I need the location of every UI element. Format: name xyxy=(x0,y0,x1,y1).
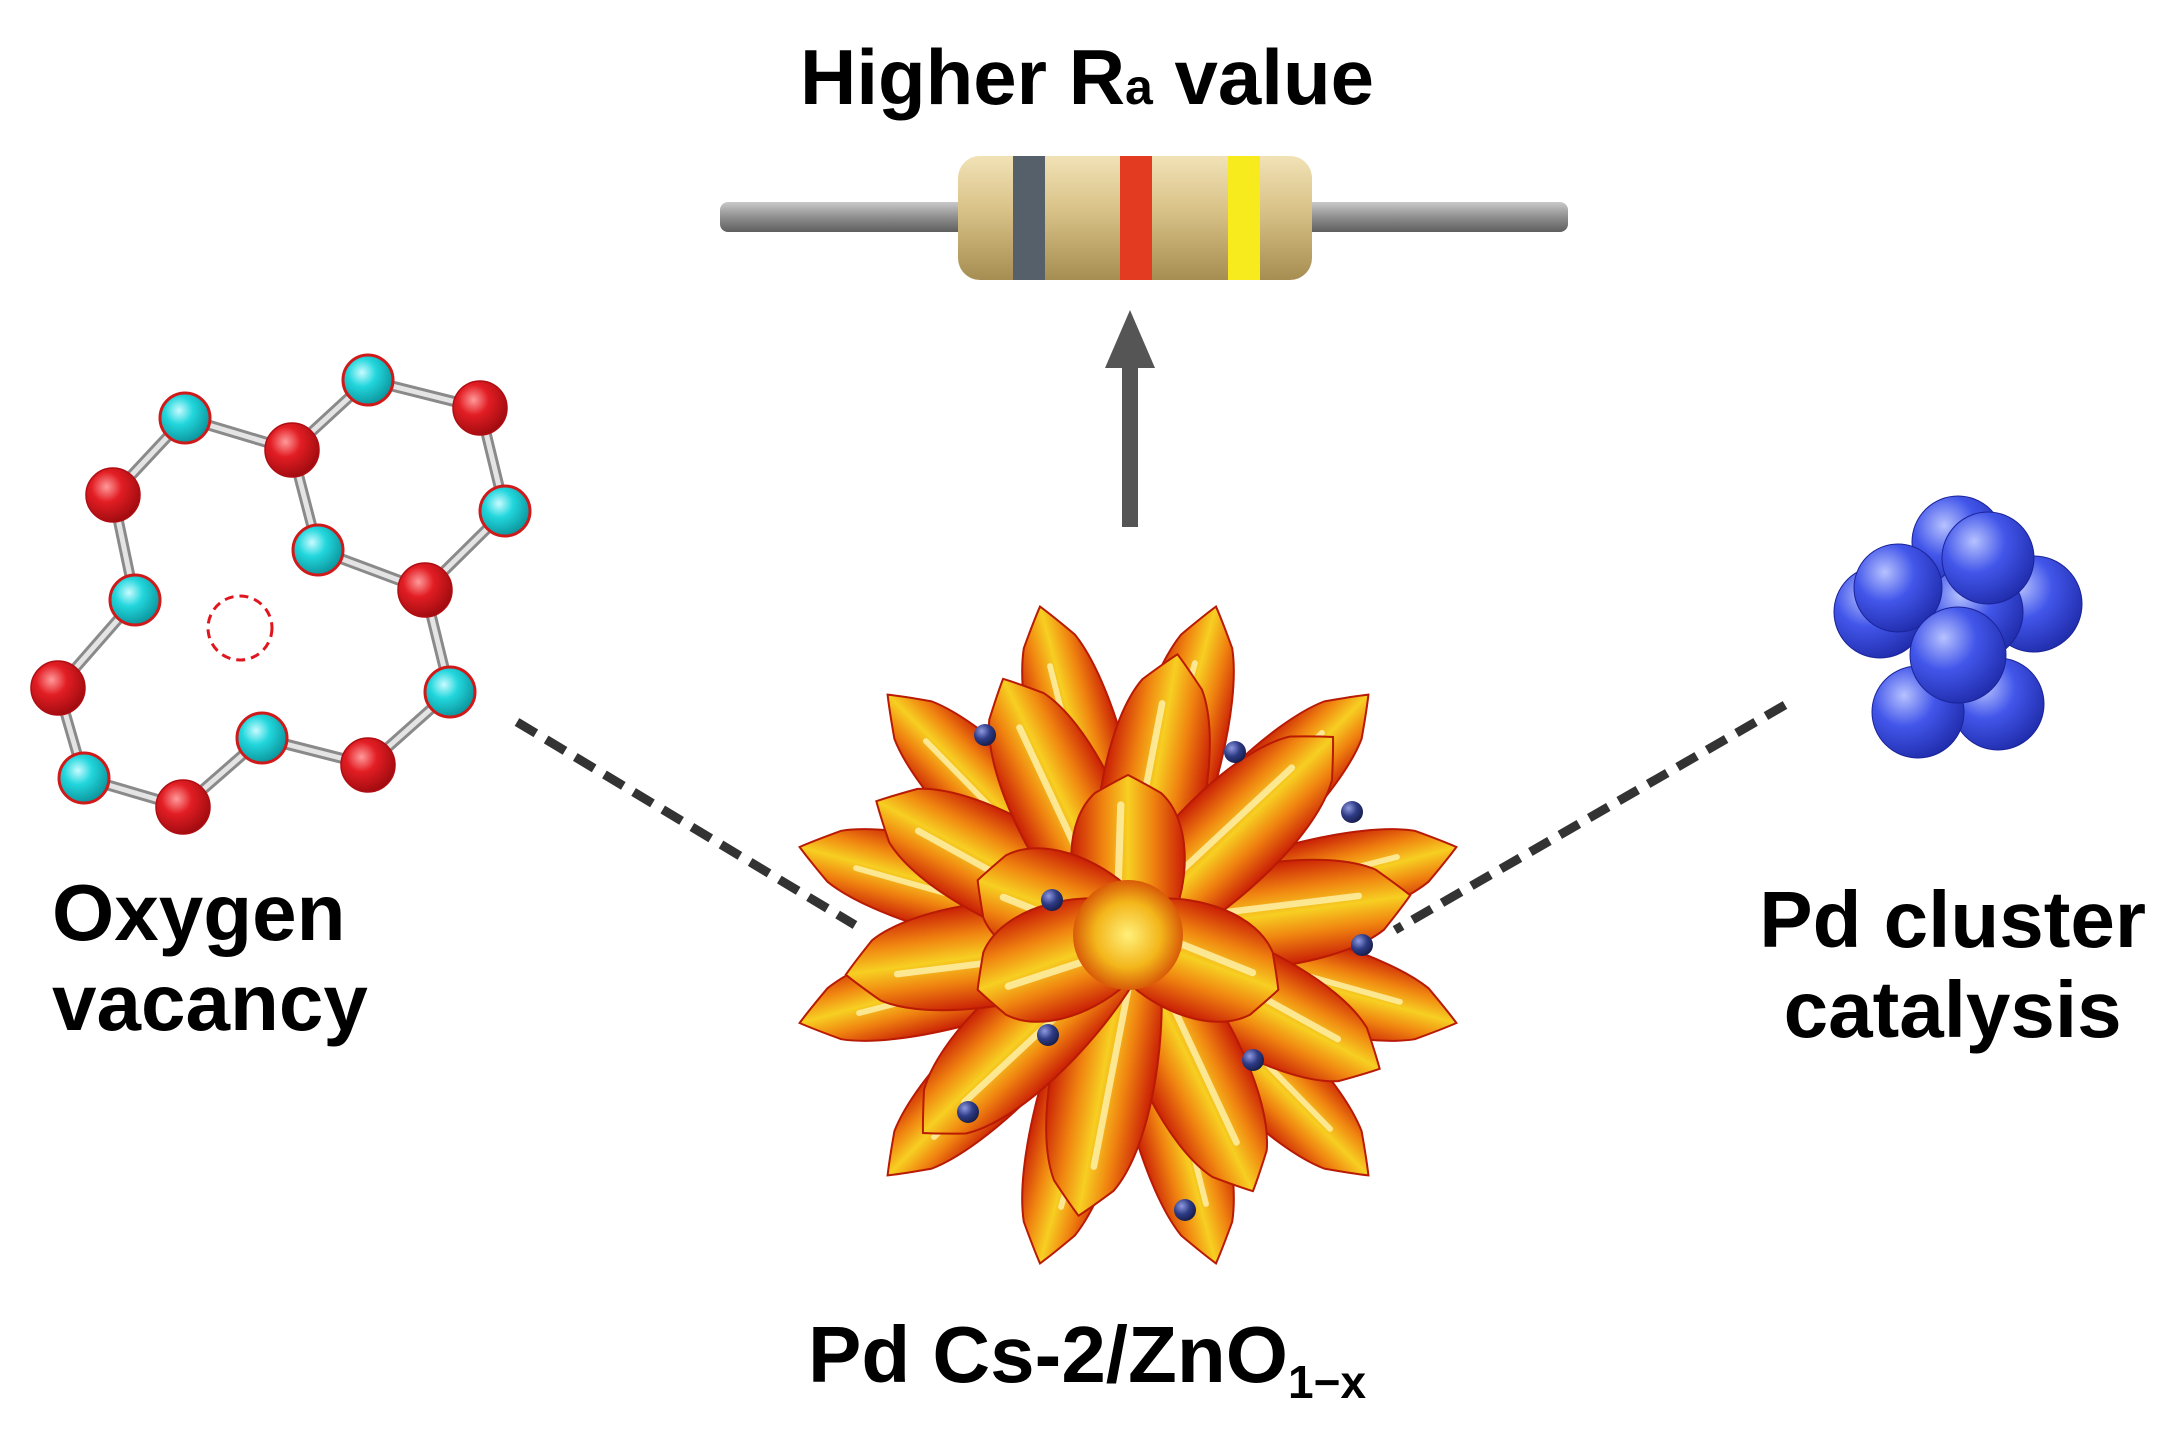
resistor-icon xyxy=(720,156,1568,280)
zno-lattice-icon xyxy=(30,353,532,835)
resistor-band-dark xyxy=(1013,156,1045,280)
arrow-shaft xyxy=(1122,362,1138,527)
zinc-atom xyxy=(478,484,532,538)
oxygen-vacancy-label: Oxygen vacancy xyxy=(52,868,368,1047)
pd-cluster-label: Pd cluster catalysis xyxy=(1759,875,2146,1054)
pd-nanoparticle-dot xyxy=(974,724,996,746)
connector-left xyxy=(514,718,858,929)
petal-highlight xyxy=(1090,972,1135,1170)
oxygen-atom xyxy=(30,660,86,716)
pd-atom xyxy=(1909,606,2007,704)
zno-nanoflower-icon xyxy=(798,605,1458,1265)
diagram-title: Higher Ra value xyxy=(800,33,1374,121)
oxygen-vacancy-marker xyxy=(206,594,274,662)
resistor-lead-right xyxy=(1300,202,1568,232)
resistor-band-yellow xyxy=(1228,156,1260,280)
oxygen-atom xyxy=(264,422,320,478)
pd-atom xyxy=(1941,511,2035,605)
pd-nanoparticle-dot xyxy=(1341,801,1363,823)
pd-nanoparticle-dot xyxy=(1037,1024,1059,1046)
resistor-band-red xyxy=(1120,156,1152,280)
zinc-atom xyxy=(423,665,477,719)
pd-nanoparticle-dot xyxy=(1041,889,1063,911)
zinc-atom xyxy=(235,711,289,765)
oxygen-atom xyxy=(397,562,453,618)
pd-nanoparticle-dot xyxy=(1242,1049,1264,1071)
pd-nanoparticle-dot xyxy=(1224,741,1246,763)
pd-nanoparticle-dot xyxy=(957,1101,979,1123)
zinc-atom xyxy=(57,751,111,805)
zinc-atom xyxy=(158,391,212,445)
pd-cluster-icon xyxy=(1833,495,2083,759)
arrow-head xyxy=(1105,310,1155,368)
pd-nanoparticle-dot xyxy=(1351,934,1373,956)
connector-right xyxy=(1392,701,1788,934)
resistor-lead-left xyxy=(720,202,970,232)
pd-atom xyxy=(1853,543,1943,633)
oxygen-atom xyxy=(340,737,396,793)
oxygen-atom xyxy=(452,380,508,436)
zinc-atom xyxy=(291,523,345,577)
pd-nanoparticle-dot xyxy=(1174,1199,1196,1221)
catalyst-label: Pd Cs-2/ZnO1−x xyxy=(807,1310,1367,1409)
oxygen-atom xyxy=(155,779,211,835)
zinc-atom xyxy=(341,353,395,407)
oxygen-atom xyxy=(85,467,141,523)
up-arrow-icon xyxy=(1105,310,1155,527)
zinc-atom xyxy=(108,573,162,627)
flower-core xyxy=(1073,880,1183,990)
